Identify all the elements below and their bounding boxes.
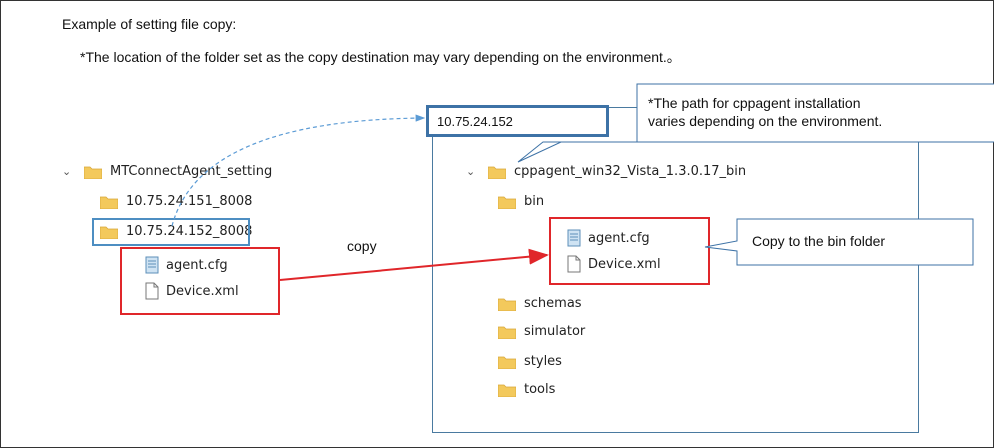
- file-label: Device.xml: [588, 256, 661, 272]
- chevron-down-icon[interactable]: ⌄: [62, 165, 72, 178]
- tree-node-label: bin: [524, 194, 545, 209]
- folder-icon: [498, 383, 516, 397]
- folder-icon: [498, 195, 516, 209]
- folder-icon: [100, 225, 118, 239]
- tree-node-label: 10.75.24.152_8008: [126, 224, 253, 239]
- environment-note: *The location of the folder set as the c…: [80, 49, 681, 65]
- tree-file-device-xml-right[interactable]: Device.xml: [566, 255, 661, 273]
- bin-callout-shape: [704, 218, 974, 266]
- tree-node-label: schemas: [524, 296, 582, 311]
- tree-node-mtconnectagent-setting[interactable]: ⌄ MTConnectAgent_setting: [62, 164, 272, 179]
- folder-icon: [84, 165, 102, 179]
- path-callout-shape: [517, 83, 994, 163]
- path-callout-line1: *The path for cppagent installation: [648, 95, 861, 111]
- copy-label: copy: [347, 238, 377, 254]
- copy-arrow: [279, 248, 549, 281]
- tree-node-cppagent-root[interactable]: ⌄ cppagent_win32_Vista_1.3.0.17_bin: [466, 164, 746, 179]
- folder-icon: [100, 195, 118, 209]
- selected-folder-highlight: [92, 218, 250, 246]
- path-callout-line2: varies depending on the environment.: [648, 113, 883, 129]
- tree-node-bin[interactable]: bin: [498, 194, 544, 209]
- tree-node-folder-152[interactable]: 10.75.24.152_8008: [100, 224, 252, 239]
- tree-node-folder-151[interactable]: 10.75.24.151_8008: [100, 194, 252, 209]
- folder-icon: [498, 325, 516, 339]
- tree-file-device-xml-left[interactable]: Device.xml: [144, 282, 239, 300]
- file-label: agent.cfg: [588, 230, 650, 246]
- destination-files-highlight: [549, 217, 710, 285]
- folder-icon: [498, 355, 516, 369]
- tree-node-simulator[interactable]: simulator: [498, 324, 585, 339]
- diagram-heading: Example of setting file copy:: [62, 16, 237, 32]
- tree-node-schemas[interactable]: schemas: [498, 296, 582, 311]
- chevron-down-icon[interactable]: ⌄: [466, 165, 476, 178]
- config-file-icon: [144, 256, 160, 274]
- tree-file-agent-cfg-left[interactable]: agent.cfg: [144, 256, 228, 274]
- tree-node-styles[interactable]: styles: [498, 354, 562, 369]
- document-file-icon: [566, 255, 582, 273]
- file-label: agent.cfg: [166, 257, 228, 273]
- folder-icon: [488, 165, 506, 179]
- dashed-link-arrow: [171, 114, 426, 227]
- bin-callout-text: Copy to the bin folder: [752, 233, 886, 249]
- config-file-icon: [566, 229, 582, 247]
- tree-node-label: styles: [524, 354, 562, 369]
- folder-icon: [498, 297, 516, 311]
- tree-node-label: 10.75.24.151_8008: [126, 194, 253, 209]
- file-label: Device.xml: [166, 283, 239, 299]
- tree-node-label: tools: [524, 382, 556, 397]
- source-files-highlight: [120, 247, 280, 315]
- address-bar[interactable]: 10.75.24.152: [426, 105, 609, 137]
- document-file-icon: [144, 282, 160, 300]
- tree-file-agent-cfg-right[interactable]: agent.cfg: [566, 229, 650, 247]
- tree-node-tools[interactable]: tools: [498, 382, 555, 397]
- tree-node-label: simulator: [524, 324, 586, 339]
- tree-node-label: cppagent_win32_Vista_1.3.0.17_bin: [514, 164, 747, 179]
- tree-node-label: MTConnectAgent_setting: [110, 164, 273, 179]
